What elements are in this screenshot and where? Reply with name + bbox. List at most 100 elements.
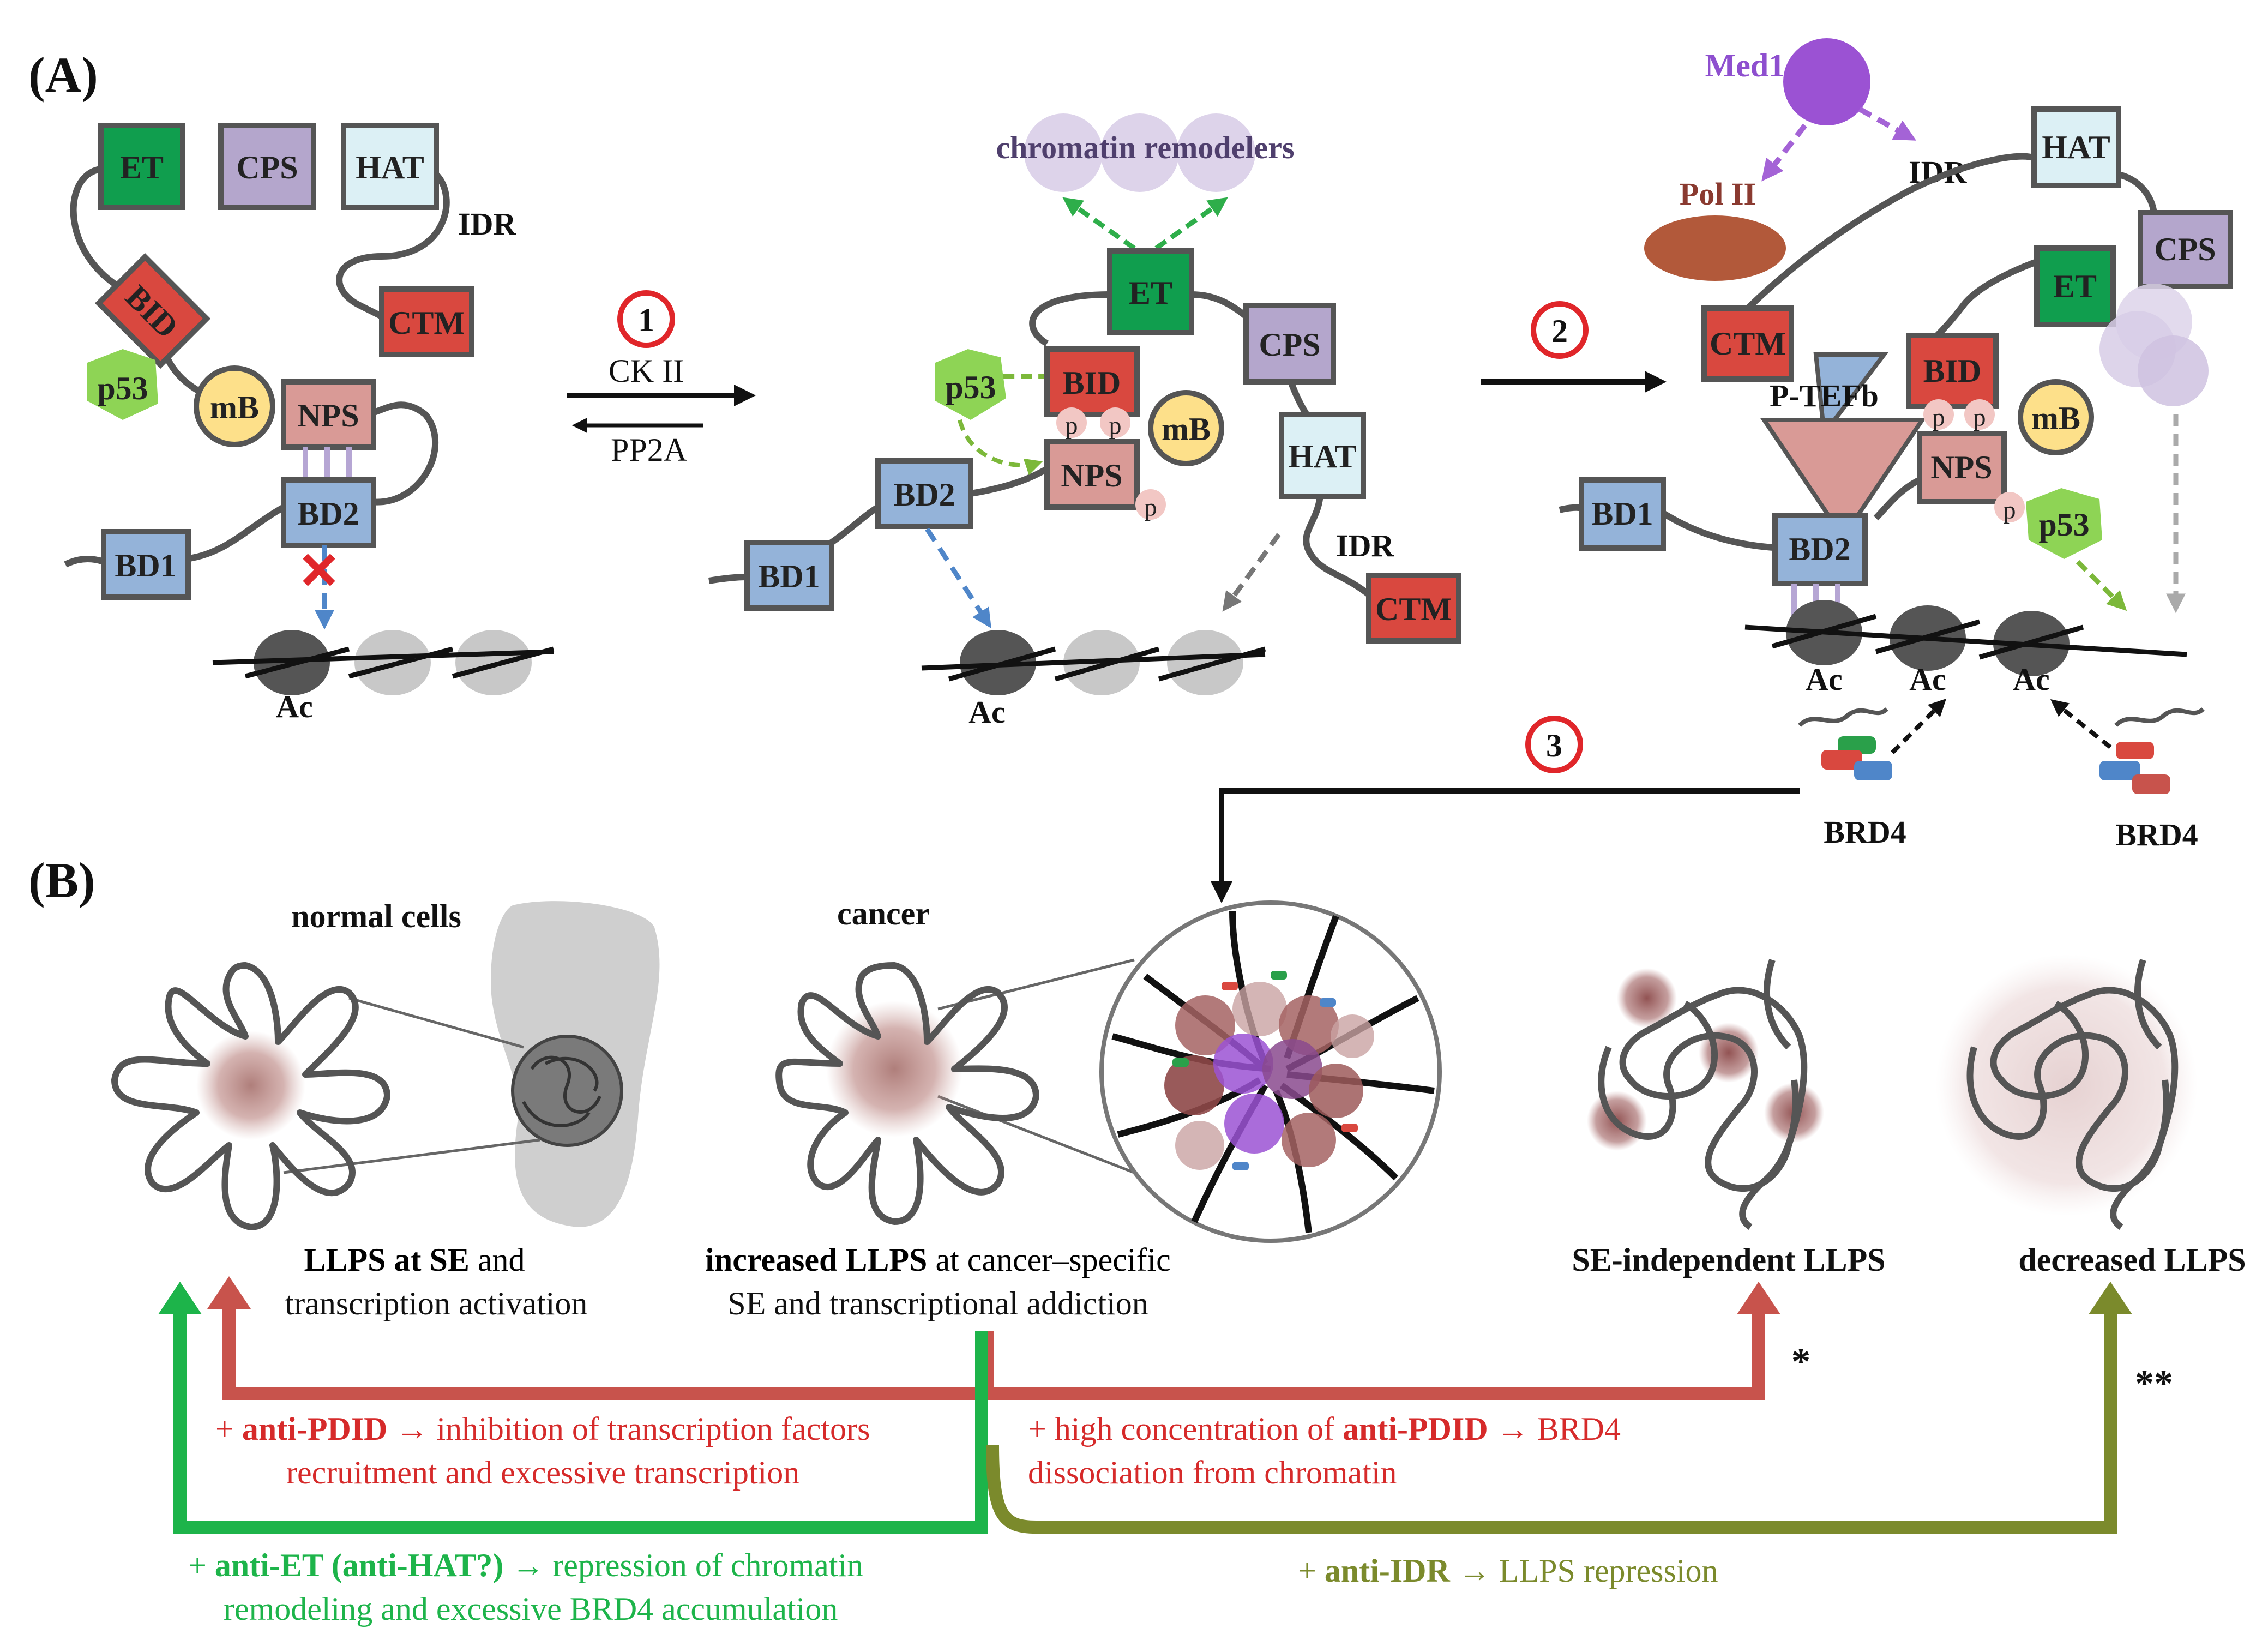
hat-label: HAT <box>1288 438 1357 474</box>
nps-domain <box>281 379 376 450</box>
linker <box>64 556 105 568</box>
diffuse-condensate <box>1936 954 2198 1216</box>
text-part: + <box>215 1411 242 1447</box>
et-label: ET <box>120 149 164 185</box>
zoom-line <box>348 996 524 1049</box>
phospho-site <box>1135 489 1166 520</box>
p53-pentagon <box>935 349 1006 420</box>
text-part: + <box>1298 1553 1325 1589</box>
state1-brd4-inactive: ET CPS HAT IDR CTM BID p53 mB NPS BD2 BD… <box>64 123 555 724</box>
step2-transition: 2 <box>1481 301 1667 393</box>
phospho-site <box>1994 492 2025 522</box>
ctm-label: CTM <box>388 305 465 341</box>
ctm-domain <box>1701 305 1794 382</box>
ptefb-large <box>1760 418 1927 542</box>
brd4-label: BRD4 <box>2115 817 2198 852</box>
hat-domain <box>341 123 439 210</box>
et-label: ET <box>2053 268 2097 304</box>
bid-label: BID <box>1063 365 1121 401</box>
mb-label: mB <box>1162 411 1211 447</box>
ctm-label: CTM <box>1375 591 1452 627</box>
brd4-molecule <box>1798 698 1947 780</box>
anti-idr-arrow <box>986 1309 2117 1534</box>
cps-domain <box>2138 210 2233 289</box>
asterisk-label: * <box>1791 1341 1810 1383</box>
linker <box>970 466 1049 497</box>
bd1-domain <box>744 540 834 611</box>
linker <box>1737 153 2036 319</box>
step-1-marker <box>617 290 675 348</box>
zoom-line <box>283 1138 540 1174</box>
arrowhead <box>207 1276 251 1309</box>
bd2-domain <box>1772 513 1868 586</box>
cancer-cell-chromosome <box>775 958 1135 1225</box>
ac-label: Ac <box>2013 662 2050 697</box>
p-label: p <box>1974 404 1986 431</box>
se-independent-chromatin <box>1587 959 1824 1230</box>
ac-label: Ac <box>1806 662 1843 697</box>
brd4-molecule <box>2050 699 2205 794</box>
text-part: → inhibition of transcription factors <box>388 1411 870 1447</box>
cancer-caption-bold: increased LLPS <box>705 1242 927 1278</box>
mb-motif <box>2018 379 2094 455</box>
p-label: p <box>1109 412 1122 440</box>
bd2-label: BD2 <box>297 496 359 532</box>
p53-nps-arrow <box>958 419 1043 476</box>
chromosome-outline <box>111 962 390 1230</box>
state3-brd4-active: Med1 IDR Pol II HAT CPS ET CTM P-TEFb BI… <box>1559 38 2233 852</box>
remodeler <box>2138 335 2209 406</box>
binding-arrow <box>925 527 991 629</box>
bid-domain <box>1906 333 1999 409</box>
p53-label: p53 <box>2038 507 2089 543</box>
p-label: p <box>1145 494 1157 521</box>
mb-motif <box>1148 390 1224 466</box>
p53-label: p53 <box>97 370 148 406</box>
anti-et-arrow <box>173 1309 988 1534</box>
med1-arrow <box>1858 106 1916 141</box>
high-anti-pdid-text-line1: + high concentration of anti-PDID → BRD4 <box>1028 1411 1621 1447</box>
cps-label: CPS <box>1259 327 1320 363</box>
idr-label: IDR <box>458 206 516 242</box>
bd2-domain <box>281 477 376 548</box>
chromatin-fiber <box>1966 959 2179 1230</box>
ctm-domain <box>379 286 474 357</box>
normal-cell-chromosome <box>111 901 660 1230</box>
et-domain <box>98 123 185 210</box>
et-label: ET <box>1129 275 1172 311</box>
nucleosome <box>455 630 532 695</box>
ctm-label: CTM <box>1710 326 1786 362</box>
phospho-site <box>1964 399 1995 430</box>
dna-strand <box>212 646 555 679</box>
linker <box>1873 477 1921 521</box>
ctm-domain <box>1366 573 1461 644</box>
bd2-domain <box>875 458 973 529</box>
ac-label: Ac <box>276 689 313 724</box>
p-label: p <box>1066 412 1078 440</box>
arrowhead <box>1737 1282 1780 1314</box>
nps-domain <box>1917 431 2007 504</box>
linker <box>2117 171 2157 216</box>
nps-label: NPS <box>1930 449 1992 485</box>
cps-label: CPS <box>2154 231 2216 267</box>
cancer-caption-line1: increased LLPS at cancer–specific <box>705 1242 1171 1278</box>
anti-pdid-text-line2: recruitment and excessive transcription <box>286 1455 799 1491</box>
nps-domain <box>1044 439 1140 510</box>
step-2-marker <box>1531 301 1589 359</box>
p53-arrow <box>2076 560 2127 611</box>
linker <box>1559 504 1583 513</box>
anti-et-text-line1: + anti-ET (anti-HAT?) → repression of ch… <box>188 1547 863 1583</box>
et-domain <box>2034 245 2116 327</box>
phospho-site <box>1056 407 1087 438</box>
mb-motif <box>194 365 275 447</box>
zoom-line <box>937 1095 1135 1174</box>
et-domain <box>1107 248 1194 335</box>
hat-domain <box>1279 412 1366 499</box>
pol2-ellipse <box>1644 215 1786 281</box>
cancer-caption-regular: at cancer–specific <box>927 1242 1170 1278</box>
condensate <box>1617 968 1677 1028</box>
bd1-domain <box>101 529 191 600</box>
decreased-llps-chromatin <box>1936 954 2198 1230</box>
hat-acetylation-arrow <box>1222 533 1281 612</box>
